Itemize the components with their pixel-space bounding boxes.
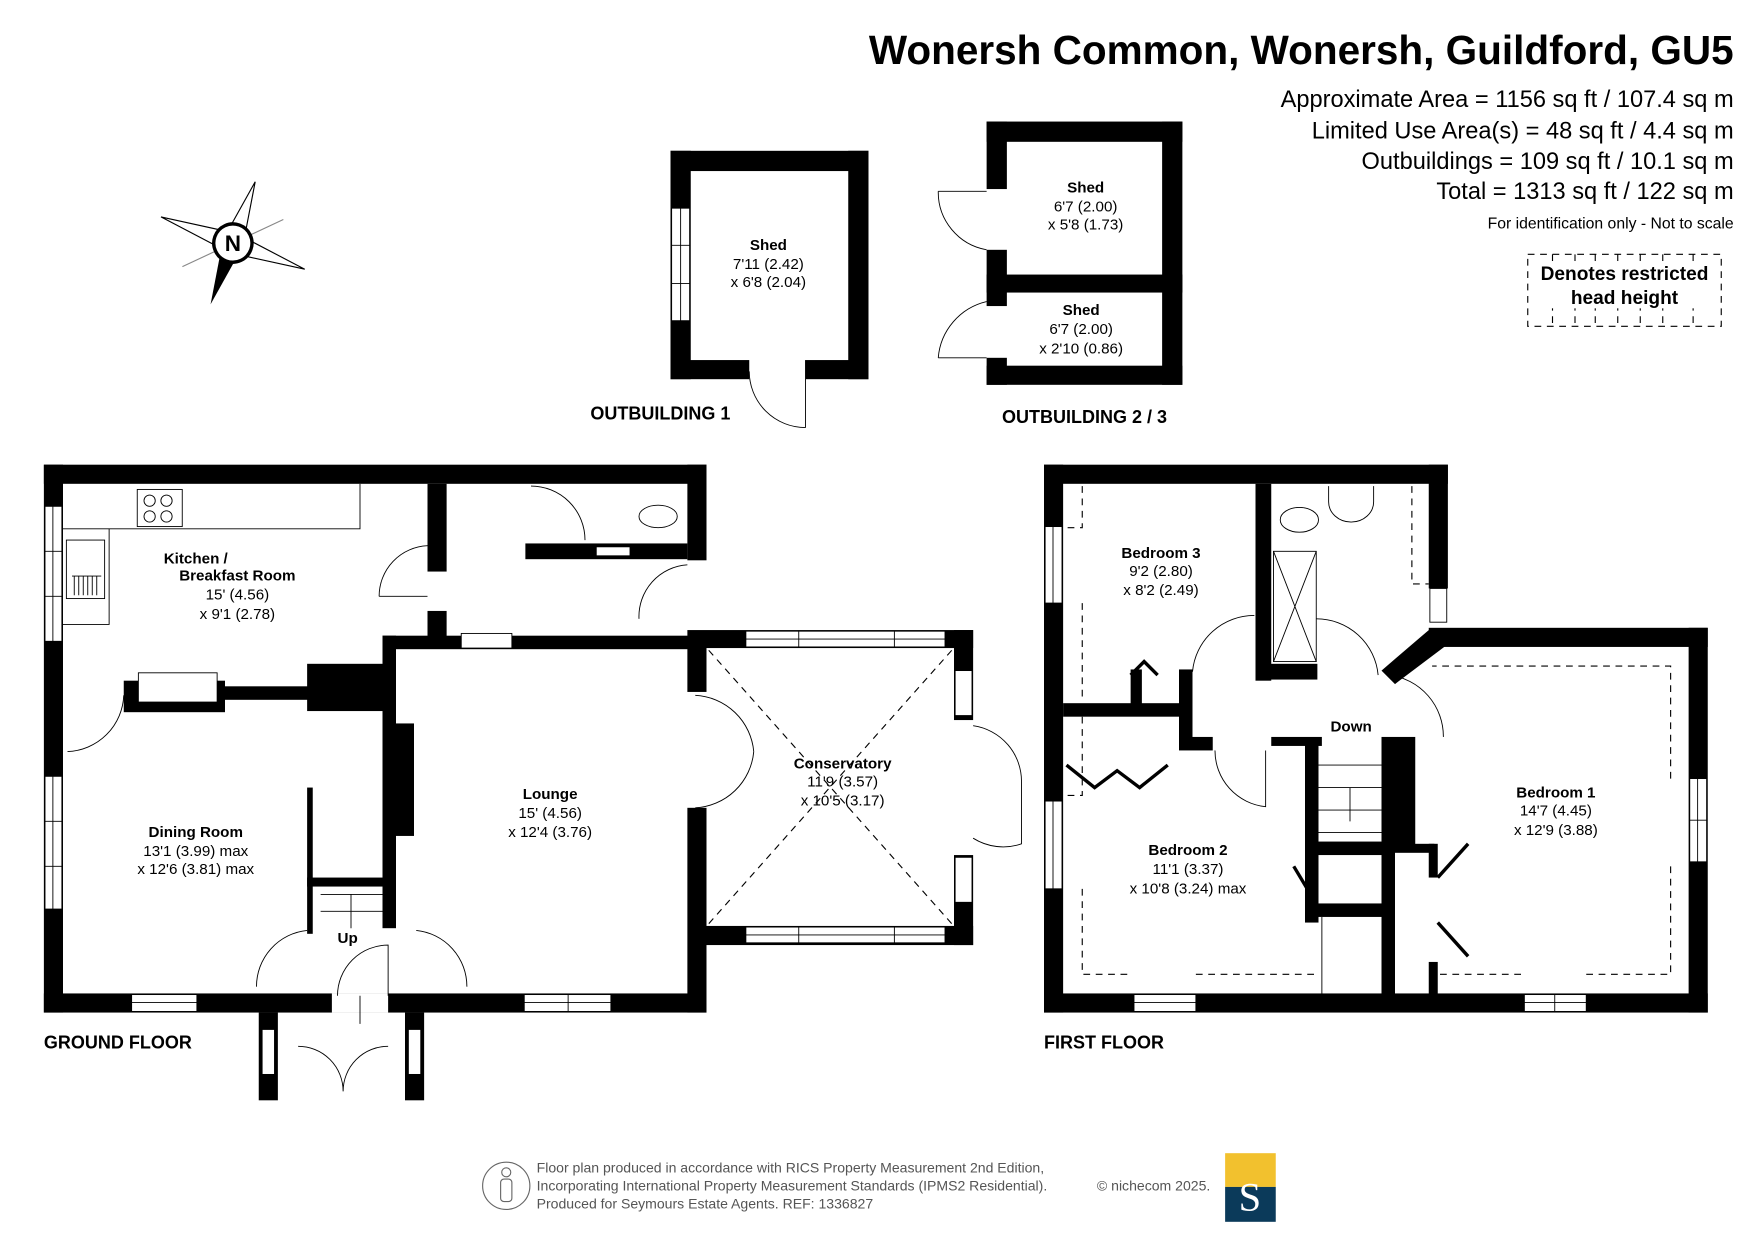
area-outbuildings: Outbuildings = 109 sq ft / 10.1 sq m	[1362, 149, 1734, 175]
compass-icon: N	[160, 181, 306, 305]
outbuilding-1: Shed 7'11 (2.42) x 6'8 (2.04) OUTBUILDIN…	[590, 150, 869, 429]
restricted-height-legend: Denotes restricted head height	[1527, 253, 1722, 327]
outbuilding-2-3-label: OUTBUILDING 2 / 3	[1002, 407, 1167, 427]
room-name: Shed	[1067, 179, 1104, 196]
ground-floor-plan: Up Kitchen / Breakfast Room 15' (4.56) x…	[43, 464, 1022, 1101]
room-name: Conservatory	[794, 755, 892, 772]
room-name: Shed	[1063, 302, 1100, 319]
hob-icon	[136, 488, 183, 528]
room-dimension: 6'7 (2.00)	[1049, 321, 1113, 338]
sink-icon	[65, 539, 106, 600]
area-summary: Approximate Area = 1156 sq ft / 107.4 sq…	[1281, 87, 1734, 233]
footer-line: Incorporating International Property Mea…	[537, 1177, 1048, 1193]
property-title: Wonersh Common, Wonersh, Guildford, GU5	[869, 27, 1734, 73]
room-dimension: x 8'2 (2.49)	[1123, 582, 1198, 599]
first-floor-plan: Down Bedroom 3 9'2 (2.80) x 8'2 (2.49) B…	[1044, 464, 1708, 1053]
area-limited-use: Limited Use Area(s) = 48 sq ft / 4.4 sq …	[1312, 118, 1734, 144]
svg-text:N: N	[225, 231, 241, 256]
room-name: Kitchen /	[164, 551, 229, 568]
outbuilding-2-3: Shed 6'7 (2.00) x 5'8 (1.73) Shed 6'7 (2…	[937, 121, 1183, 427]
room-dimension: 14'7 (4.45)	[1520, 803, 1592, 820]
footer: Floor plan produced in accordance with R…	[482, 1153, 1276, 1222]
shower-icon	[1273, 550, 1317, 663]
room-dimension: x 10'5 (3.17)	[801, 793, 885, 810]
room-name: Lounge	[523, 786, 578, 803]
room-dimension: x 9'1 (2.78)	[200, 606, 275, 623]
room-dimension: 15' (4.56)	[518, 805, 582, 822]
room-dimension: 13'1 (3.99) max	[143, 843, 248, 860]
room-name: Bedroom 2	[1148, 842, 1227, 859]
room-dimension: x 12'9 (3.88)	[1514, 822, 1598, 839]
stairs-up-label: Up	[338, 930, 358, 947]
seymours-logo: S	[1225, 1153, 1276, 1222]
room-dimension: x 12'4 (3.76)	[508, 824, 592, 841]
area-total: Total = 1313 sq ft / 122 sq m	[1436, 179, 1733, 205]
outbuilding-1-label: OUTBUILDING 1	[590, 404, 730, 424]
legend-text-line1: Denotes restricted	[1541, 264, 1709, 285]
room-name: Shed	[750, 237, 787, 254]
room-name: Breakfast Room	[179, 568, 295, 585]
room-dimension: 9'2 (2.80)	[1129, 563, 1193, 580]
room-dimension: x 2'10 (0.86)	[1039, 340, 1123, 357]
room-dimension: 11'1 (3.37)	[1153, 861, 1224, 878]
first-floor-label: FIRST FLOOR	[1044, 1033, 1164, 1053]
svg-text:S: S	[1239, 1175, 1262, 1220]
toilet-icon	[638, 504, 678, 529]
legend-text-line2: head height	[1571, 288, 1679, 309]
toilet-icon	[1279, 506, 1319, 533]
room-name: Bedroom 1	[1516, 785, 1596, 802]
door-swing	[748, 360, 806, 429]
room-name: Dining Room	[149, 824, 243, 841]
ground-floor-label: GROUND FLOOR	[44, 1033, 192, 1053]
person-icon	[482, 1161, 531, 1210]
footer-line: Produced for Seymours Estate Agents. REF…	[537, 1195, 874, 1211]
stairs-down-label: Down	[1330, 718, 1371, 735]
room-dimension: 11'9 (3.57)	[807, 773, 878, 790]
room-dimension: 7'11 (2.42)	[733, 256, 804, 273]
copyright: © nichecom 2025.	[1097, 1177, 1210, 1193]
room-dimension: x 12'6 (3.81) max	[137, 861, 254, 878]
area-approximate: Approximate Area = 1156 sq ft / 107.4 sq…	[1281, 87, 1734, 113]
disclaimer: For identification only - Not to scale	[1488, 215, 1734, 232]
room-dimension: x 10'8 (3.24) max	[1130, 880, 1247, 897]
room-dimension: 15' (4.56)	[206, 587, 270, 604]
room-dimension: x 6'8 (2.04)	[731, 274, 806, 291]
footer-line: Floor plan produced in accordance with R…	[537, 1159, 1045, 1175]
room-dimension: 6'7 (2.00)	[1054, 199, 1118, 216]
basin-icon	[1328, 486, 1375, 523]
room-name: Bedroom 3	[1121, 545, 1200, 562]
room-dimension: x 5'8 (1.73)	[1048, 217, 1123, 234]
